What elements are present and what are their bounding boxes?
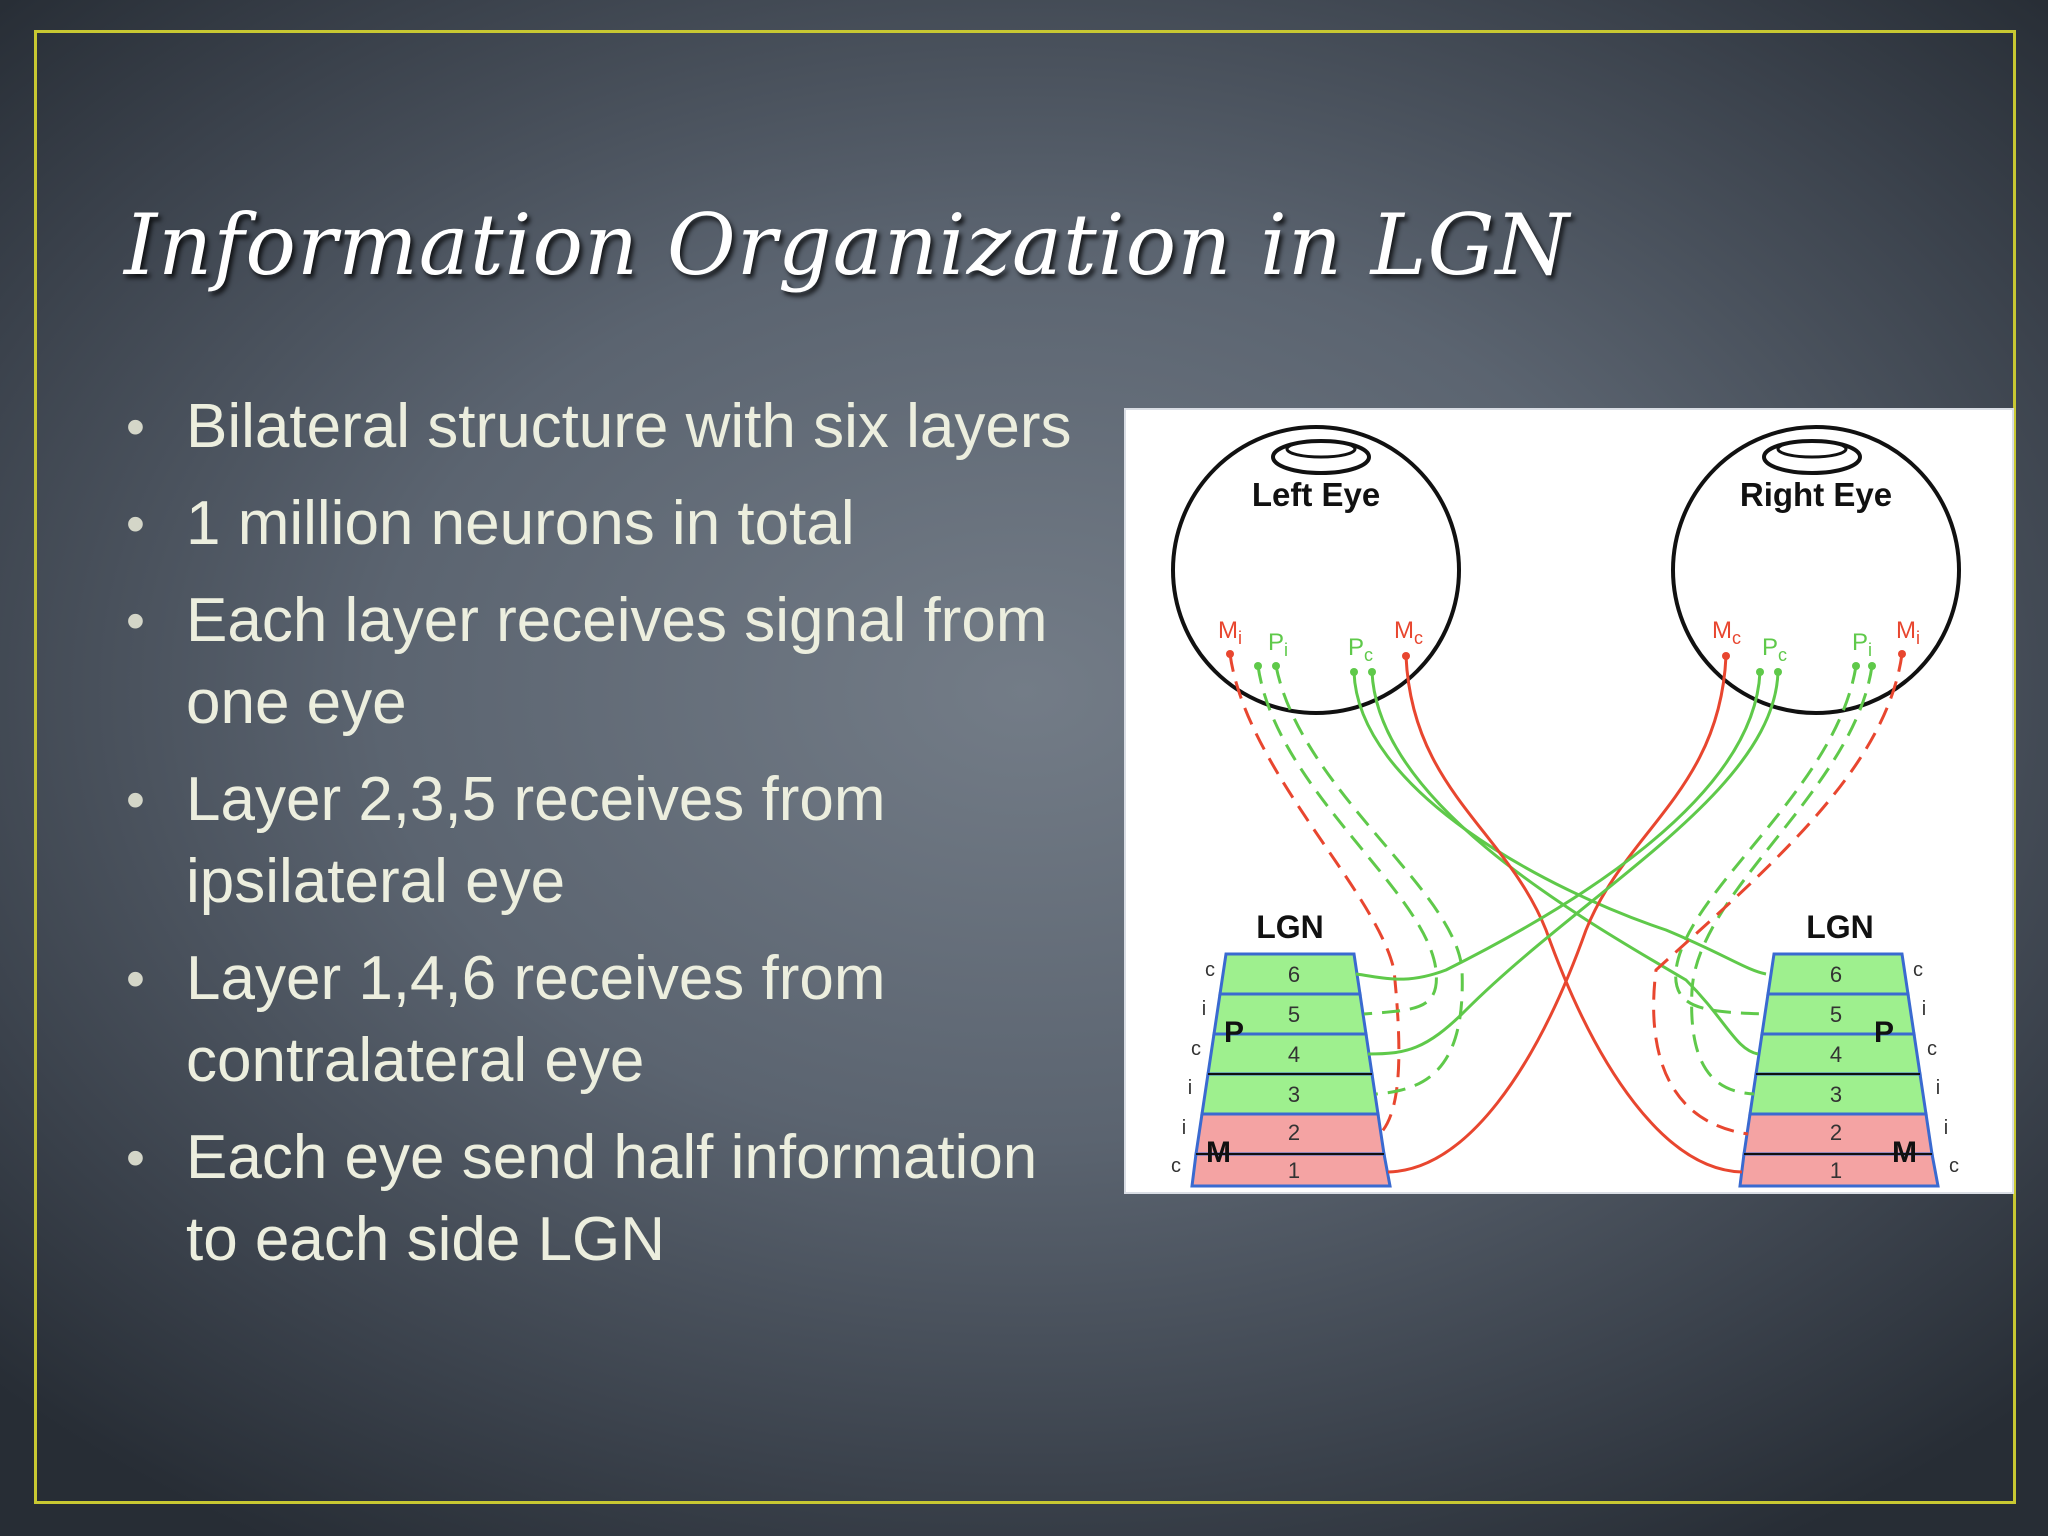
left-eye-mc-pathway [1404, 655, 1743, 1174]
left-eye-label: Left Eye [1252, 476, 1380, 513]
right-layer-1-number: 1 [1830, 1158, 1842, 1183]
bullet-text: Layer 2,3,5 receives from ipsilateral ey… [186, 765, 886, 916]
left-eye-pi-label: Pi [1268, 629, 1288, 660]
bullet-dot-icon: • [126, 397, 145, 457]
right-eye-mc-label: Mc [1712, 617, 1741, 648]
bullet-list: • Bilateral structure with six layers • 1 … [126, 386, 1106, 1296]
bullet-text: Bilateral structure with six layers [186, 392, 1072, 461]
right-eye-mi-label: Mi [1896, 617, 1920, 648]
right-p-region-label: P [1874, 1016, 1894, 1049]
lgn-pathway-diagram: Left Eye Right Eye Mi Pi Pc Mc Mc Pc Pi … [1126, 410, 2012, 1192]
right-eye-pi-pathway-2 [1690, 665, 1874, 1096]
bullet-text: Layer 1,4,6 receives from contralateral … [186, 944, 886, 1095]
right-eye-pi-label: Pi [1852, 629, 1872, 660]
left-layer-6-number: 6 [1288, 962, 1300, 987]
left-side-letter: i [1202, 998, 1206, 1020]
right-m-region-label: M [1892, 1136, 1917, 1169]
slide-border [34, 30, 2016, 1504]
right-layer-3-number: 3 [1830, 1082, 1842, 1107]
left-layer-3-number: 3 [1288, 1082, 1300, 1107]
left-layer-2-number: 2 [1288, 1120, 1300, 1145]
right-side-letter: i [1922, 998, 1926, 1020]
left-eye-pc-pathway-2 [1370, 671, 1759, 1056]
bullet-dot-icon: • [126, 494, 145, 554]
bullet-text: 1 million neurons in total [186, 489, 855, 558]
bullet-text: Each eye send half information to each s… [186, 1123, 1038, 1274]
left-layer-1-number: 1 [1288, 1158, 1300, 1183]
bullet-item: • Layer 2,3,5 receives from ipsilateral e… [126, 759, 1106, 923]
right-layer-5-number: 5 [1830, 1002, 1842, 1027]
left-side-letter: i [1182, 1117, 1186, 1139]
left-layer-5-number: 5 [1288, 1002, 1300, 1027]
bullet-dot-icon: • [126, 1128, 145, 1188]
left-side-letter: c [1205, 959, 1215, 981]
left-eye [1171, 425, 1461, 715]
bullet-item: • Layer 1,4,6 receives from contralateral… [126, 938, 1106, 1102]
right-side-letter: c [1927, 1038, 1937, 1060]
bullet-item: • 1 million neurons in total [126, 483, 1106, 565]
left-eye-pi-pathway-1 [1256, 665, 1438, 1016]
left-lgn-label: LGN [1256, 909, 1324, 945]
bullet-dot-icon: • [126, 591, 145, 651]
left-m-region-label: M [1206, 1136, 1231, 1169]
bullet-item: • Each layer receives signal from one eye [126, 580, 1106, 744]
right-lgn [1738, 952, 1940, 1188]
right-eye-label: Right Eye [1740, 476, 1892, 513]
left-p-region-label: P [1224, 1016, 1244, 1049]
right-side-letter: c [1913, 959, 1923, 981]
left-eye-pc-label: Pc [1348, 634, 1373, 665]
right-eye-mc-pathway [1387, 655, 1728, 1174]
left-eye-pi-pathway-2 [1274, 665, 1464, 1096]
left-eye-pc-pathway-1 [1352, 671, 1767, 976]
slide-title: Information Organization in LGN [124, 196, 1571, 294]
bullet-dot-icon: • [126, 770, 145, 830]
right-lgn-label: LGN [1806, 909, 1874, 945]
bullet-dot-icon: • [126, 949, 145, 1009]
right-layer-6-number: 6 [1830, 962, 1842, 987]
left-layer-4-number: 4 [1288, 1042, 1300, 1067]
left-side-letter: c [1191, 1038, 1201, 1060]
right-eye-pc-pathway-1 [1355, 671, 1762, 981]
left-lgn [1190, 952, 1392, 1188]
left-eye-mi-label: Mi [1218, 617, 1242, 648]
right-side-letter: i [1936, 1077, 1940, 1099]
left-side-letter: i [1188, 1077, 1192, 1099]
right-eye-pc-label: Pc [1762, 634, 1787, 665]
left-eye-mc-label: Mc [1394, 617, 1423, 648]
right-eye-pi-pathway-1 [1674, 665, 1858, 1016]
right-layer-4-number: 4 [1830, 1042, 1842, 1067]
bullet-item: • Bilateral structure with six layers [126, 386, 1106, 468]
right-side-letter: c [1949, 1155, 1959, 1177]
right-eye-mi-pathway [1652, 653, 1904, 1136]
right-layer-2-number: 2 [1830, 1120, 1842, 1145]
left-side-letter: c [1171, 1155, 1181, 1177]
right-eye [1671, 425, 1961, 715]
bullet-text: Each layer receives signal from one eye [186, 586, 1048, 737]
right-eye-pc-pathway-2 [1367, 671, 1780, 1056]
bullet-item: • Each eye send half information to each … [126, 1117, 1106, 1281]
right-side-letter: i [1944, 1117, 1948, 1139]
